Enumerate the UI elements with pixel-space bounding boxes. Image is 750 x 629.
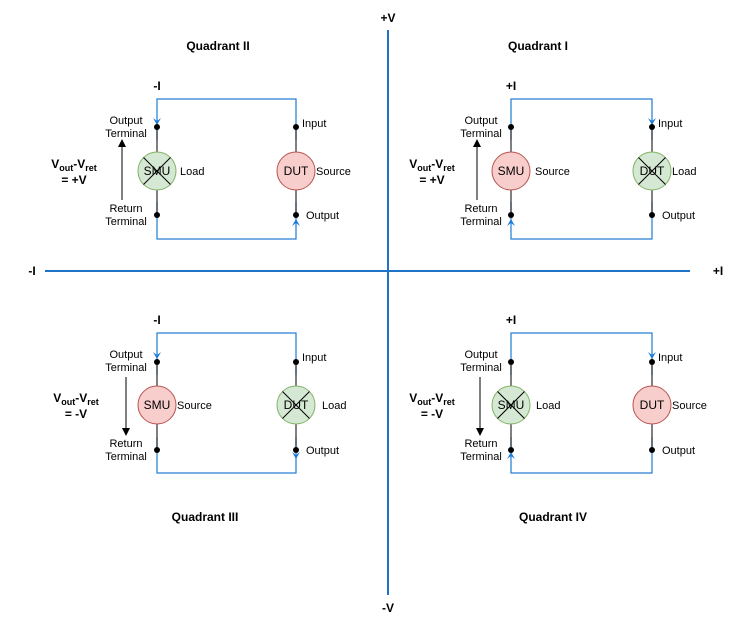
input-label: Input: [302, 352, 326, 364]
terminal-dot: [154, 124, 160, 130]
current-arrow-icon: [153, 118, 161, 125]
quadrant-1: Quadrant I +I SMU Source DUT Load Input …: [409, 39, 696, 240]
smu-label: SMU: [144, 398, 171, 412]
dut-source-symbol: [276, 151, 316, 191]
quadrant-title: Quadrant I: [508, 39, 568, 53]
voltage-equation-rhs: = -V: [421, 407, 443, 421]
smu-role: Source: [177, 400, 212, 412]
dut-role: Load: [672, 166, 696, 178]
terminal-dot: [293, 447, 299, 453]
output-label: Output: [306, 445, 339, 457]
quadrant-title: Quadrant II: [186, 39, 249, 53]
current-arrow-icon: [153, 352, 161, 359]
dut-role: Source: [672, 400, 707, 412]
current-arrow-icon: [507, 219, 515, 226]
smu-role: Source: [535, 166, 570, 178]
quadrant-title: Quadrant III: [172, 510, 239, 524]
terminal-dot: [508, 212, 514, 218]
terminal-dot: [508, 359, 514, 365]
dut-role: Source: [316, 166, 351, 178]
circuit-loop: [156, 98, 297, 240]
voltage-equation: Vout-Vret: [409, 391, 455, 407]
terminal-dot: [154, 359, 160, 365]
output-label: Output: [662, 210, 695, 222]
terminal-dot: [293, 212, 299, 218]
terminal-dot: [508, 124, 514, 130]
input-label: Input: [658, 118, 682, 130]
axis-label-neg-v: -V: [382, 601, 394, 615]
voltage-equation-rhs: = -V: [65, 407, 87, 421]
dut-source-symbol: [632, 385, 672, 425]
terminal-dot: [649, 447, 655, 453]
current-arrow-icon: [292, 219, 300, 226]
terminal-dot: [293, 124, 299, 130]
voltage-equation: Vout-Vret: [51, 157, 97, 173]
smu-role: Load: [180, 166, 204, 178]
current-arrow-icon: [507, 452, 515, 459]
voltage-equation-rhs: = +V: [61, 173, 86, 187]
current-arrow-icon: [648, 118, 656, 125]
circuit-loop: [510, 332, 653, 474]
smu-label: SMU: [144, 164, 171, 178]
voltage-equation: Vout-Vret: [53, 391, 99, 407]
current-arrow-icon: [648, 352, 656, 359]
axis-label-pos-v: +V: [380, 11, 395, 25]
terminal-dot: [649, 359, 655, 365]
terminal-dot: [293, 359, 299, 365]
dut-role: Load: [322, 400, 346, 412]
input-label: Input: [302, 118, 326, 130]
quadrant-4: Quadrant IV +I SMU Load DUT Source Input…: [409, 313, 707, 524]
current-label: +I: [506, 79, 516, 93]
quadrant-2: Quadrant II -I SMU Load DUT Source Input…: [51, 39, 351, 240]
dut-label: DUT: [640, 164, 665, 178]
current-label: +I: [506, 313, 516, 327]
axis-label-neg-i: -I: [28, 264, 35, 278]
smu-label: SMU: [498, 398, 525, 412]
terminal-dot: [649, 212, 655, 218]
quadrant-title: Quadrant IV: [519, 510, 587, 524]
smu-source-symbol: [491, 151, 531, 191]
terminal-dot: [154, 212, 160, 218]
voltage-equation-rhs: = +V: [419, 173, 444, 187]
input-label: Input: [658, 352, 682, 364]
terminal-dot: [649, 124, 655, 130]
smu-role: Load: [536, 400, 560, 412]
quadrant-3: Quadrant III -I SMU Source DUT Load Inpu…: [53, 313, 346, 524]
axis-label-pos-i: +I: [713, 264, 723, 278]
voltage-equation: Vout-Vret: [409, 157, 455, 173]
dut-label: DUT: [640, 398, 665, 412]
terminal-dot: [154, 447, 160, 453]
current-arrow-icon: [292, 452, 300, 459]
circuit-loop: [510, 98, 653, 240]
terminal-dot: [508, 447, 514, 453]
dut-label: DUT: [284, 398, 309, 412]
dut-label: DUT: [284, 164, 309, 178]
output-label: Output: [306, 210, 339, 222]
current-label: -I: [153, 313, 160, 327]
smu-label: SMU: [498, 164, 525, 178]
output-label: Output: [662, 445, 695, 457]
smu-source-symbol: [137, 385, 177, 425]
current-label: -I: [153, 79, 160, 93]
